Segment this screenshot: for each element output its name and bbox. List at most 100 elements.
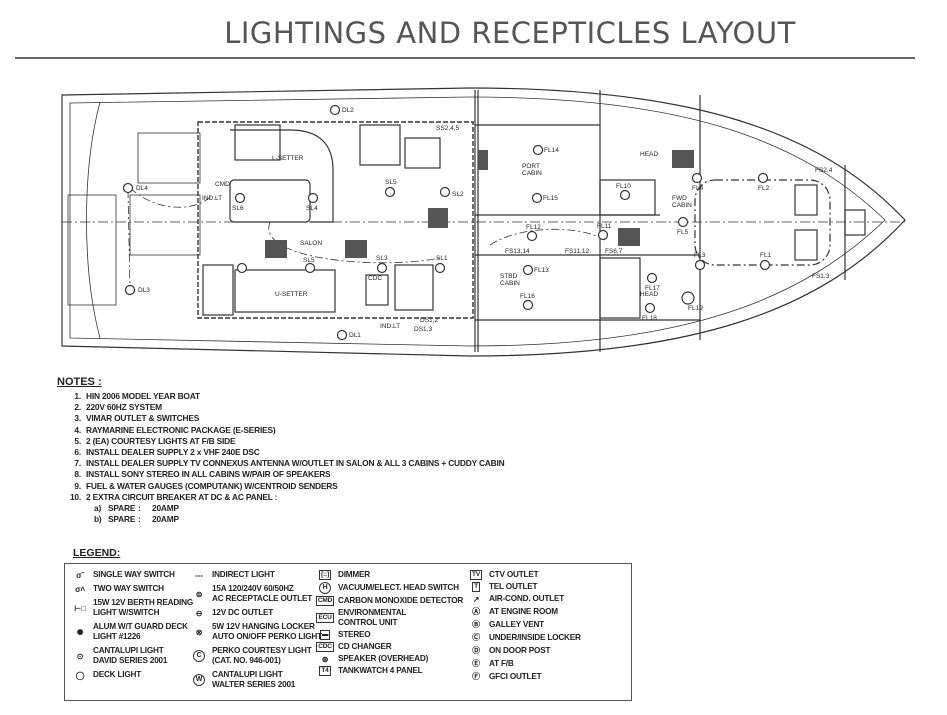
legend-item: σ˜SINGLE WAY SWITCH [72, 570, 193, 580]
legend-symbol: Ⓓ [472, 646, 480, 655]
label-dl4: DL4 [136, 185, 148, 192]
legend-label: GALLEY VENT [489, 619, 544, 629]
title-divider [15, 57, 915, 59]
note-text: INSTALL DEALER SUPPLY 2 x VHF 240E DSC [86, 446, 260, 457]
label-sl5: SL5 [385, 179, 397, 186]
label-sl6: SL6 [232, 205, 244, 212]
label-fl2: FL2 [758, 185, 770, 192]
legend-symbol: Ⓑ [472, 620, 480, 629]
note-text: INSTALL SONY STEREO IN ALL CABINS W/PAIR… [86, 469, 331, 480]
legend-item: σ˄TWO WAY SWITCH [72, 584, 193, 594]
note-text: HIN 2006 MODEL YEAR BOAT [86, 391, 200, 401]
note-number: 5. [74, 435, 81, 446]
legend-symbol: W [193, 674, 205, 686]
legend-symbol-icon: ⊙ [72, 652, 88, 661]
legend-symbol: CMD [315, 596, 335, 606]
note-number: 9. [74, 480, 81, 491]
note-number: 1. [74, 391, 81, 401]
legend-symbol-icon: C [191, 650, 207, 662]
label-fl16: FL16 [520, 293, 535, 300]
label-sl5: SL5 [303, 257, 315, 264]
legend-label: AT ENGINE ROOM [489, 606, 558, 616]
legend-label: CANTALUPI LIGHT WALTER SERIES 2001 [212, 670, 296, 689]
legend-item: Ⓑ GALLEY VENT [468, 619, 581, 630]
note-text: 2 EXTRA CIRCUIT BREAKER AT DC & AC PANEL… [86, 491, 278, 502]
note-number: 7. [74, 458, 81, 469]
legend-symbol-icon: H [317, 582, 333, 594]
legend-symbol-icon: ◯ [72, 671, 88, 680]
legend-symbol: T [472, 582, 480, 592]
subitem-sep: : [138, 502, 141, 513]
legend-item: ◯ DECK LIGHT [72, 670, 193, 680]
legend-symbol-icon: Ⓔ [468, 658, 484, 669]
legend-symbol-icon: ⊖ [191, 609, 207, 618]
legend-heading: LEGEND: [73, 547, 121, 559]
legend-symbol: TV [470, 570, 482, 580]
legend-item: W CANTALUPI LIGHT WALTER SERIES 2001 [191, 670, 322, 690]
label-fl15: FL15 [543, 195, 558, 202]
legend-label: ALUM W/T GUARD DECK LIGHT #1226 [93, 622, 188, 641]
legend-label: VACUUM/ELECT. HEAD SWITCH [338, 583, 459, 592]
legend-symbol: CDC [316, 642, 334, 652]
note-number: 3. [74, 413, 81, 424]
notes-heading: NOTES : [57, 376, 102, 388]
legend-symbol: T4 [319, 666, 331, 676]
legend-symbol: [::] [319, 570, 331, 580]
note-number: 2. [74, 402, 81, 413]
note-number: 4. [74, 424, 81, 435]
legend-symbol-icon: CMD [315, 596, 335, 606]
legend-label: CANTALUPI LIGHT DAVID SERIES 2001 [93, 646, 168, 665]
legend-item: ⊖ 12V DC OUTLET [191, 608, 322, 618]
label-fl11: FL11 [597, 223, 612, 230]
legend-box: σ˜SINGLE WAY SWITCH σ˄TWO WAY SWITCH ⊢□ 15W… [64, 563, 632, 701]
legend-symbol: Ⓕ [472, 672, 480, 681]
note-item: 7.INSTALL DEALER SUPPLY TV CONNEXUS ANTE… [57, 458, 504, 469]
subitem-letter: b) [94, 514, 102, 525]
legend-label: 5W 12V HANGING LOCKER AUTO ON/OFF PERKO … [212, 622, 322, 641]
legend-item: ⊛SPEAKER (OVERHEAD) [317, 654, 463, 664]
legend-symbol-icon: Ⓕ [468, 671, 484, 682]
legend-label: CD CHANGER [338, 642, 392, 651]
transom-curve [86, 101, 101, 339]
label-ss245: SS2,4,5 [436, 125, 460, 132]
legend-label: 12V DC OUTLET [212, 608, 274, 617]
label-fl5: FL5 [677, 229, 689, 236]
legend-symbol-icon: Ⓑ [468, 619, 484, 630]
note-text: RAYMARINE ELECTRONIC PACKAGE (E-SERIES) [86, 424, 276, 435]
legend-symbol-icon: Ⓒ [468, 632, 484, 643]
label-fs13: FS1,3 [812, 273, 830, 280]
legend-symbol-icon: --- [191, 571, 207, 580]
legend-label: DECK LIGHT [93, 670, 142, 679]
label-ds12: DS1,2 [420, 317, 438, 324]
subitem-name: SPARE [108, 514, 136, 525]
note-item: 1. HIN 2006 MODEL YEAR BOAT [57, 391, 504, 402]
legend-symbol-icon: ✺ [72, 628, 88, 637]
legend-item: ⊗5W 12V HANGING LOCKER AUTO ON/OFF PERKO… [191, 622, 322, 642]
label-sl1: SL1 [436, 255, 448, 262]
label-sl3: SL3 [376, 255, 388, 262]
subitem-value: 20AMP [152, 514, 179, 525]
label-fl1: FL1 [760, 252, 772, 259]
legend-symbol: Ⓒ [472, 633, 480, 642]
legend-item: ▬STEREO [317, 630, 463, 640]
legend-symbol: H [319, 582, 331, 594]
legend-symbol-icon: ⊢□ [72, 604, 88, 613]
legend-symbol-icon: T4 [317, 666, 333, 676]
subitem-sep: : [138, 514, 141, 525]
label-dl2: DL2 [342, 107, 354, 114]
legend-symbol-icon: Ⓓ [468, 645, 484, 656]
label-dl3: DL3 [138, 287, 150, 294]
legend-label: 15W 12V BERTH READING LIGHT W/SWITCH [93, 598, 193, 617]
legend-symbol-icon: Ⓐ [468, 606, 484, 617]
subitem-value: 20AMP [152, 502, 179, 513]
legend-symbol: --- [195, 570, 203, 580]
